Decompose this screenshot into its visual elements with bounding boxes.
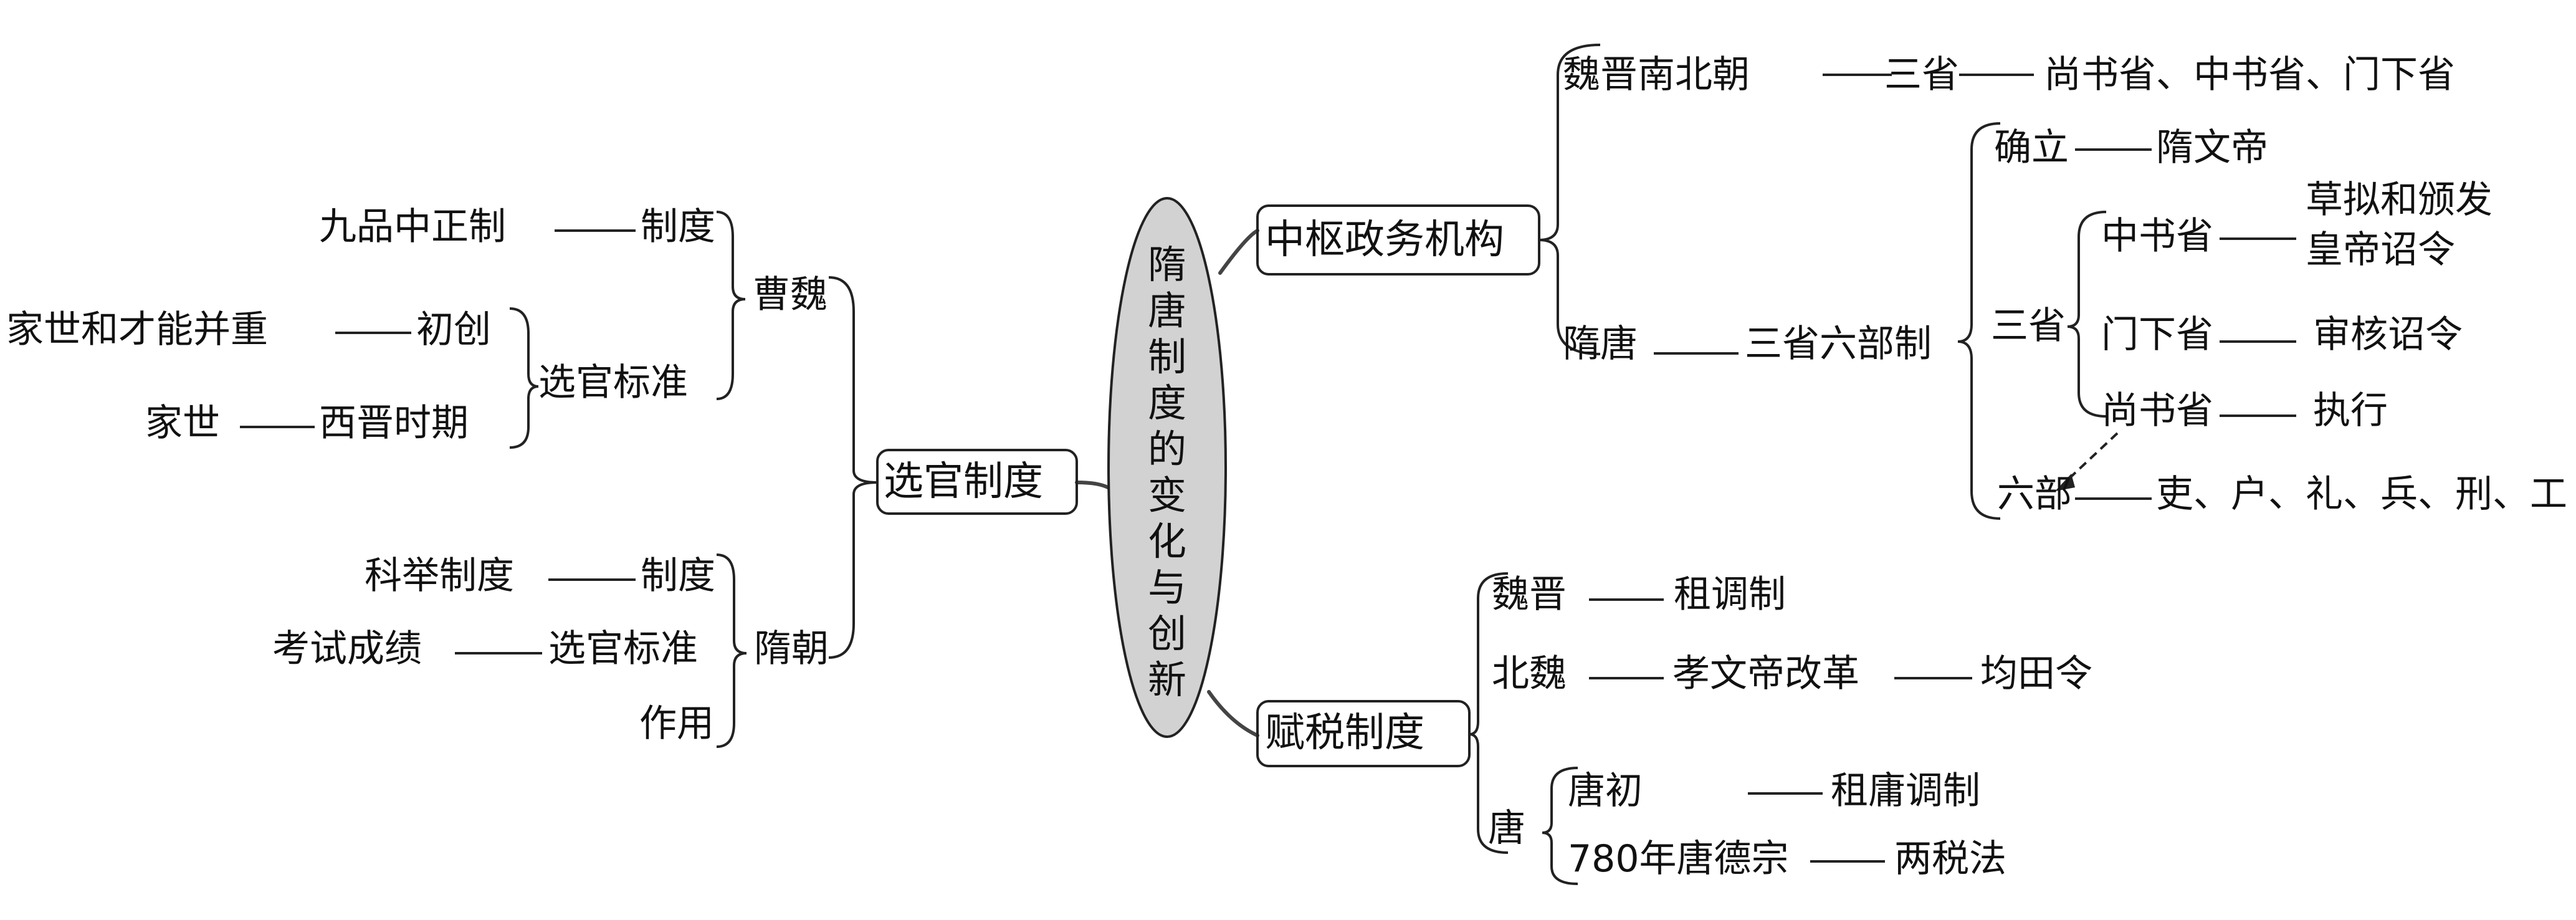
xuanguan-box — [876, 449, 1078, 515]
brace-xuanguan — [828, 276, 878, 659]
dash-connectors — [240, 74, 2296, 863]
link-center-fushui — [1207, 690, 1259, 737]
center-ellipse — [1107, 197, 1227, 738]
brace-group — [509, 307, 539, 449]
brace-caowei — [716, 211, 746, 400]
brace-suitang — [1957, 122, 2001, 520]
dashed-arrow — [2065, 432, 2119, 482]
brace-zhongshu — [1538, 44, 1601, 355]
boxes — [876, 197, 1540, 767]
brace-suichao — [716, 553, 747, 748]
brace-tang — [1542, 767, 1578, 885]
arrowhead-icon — [2055, 474, 2075, 491]
zhongshu-box — [1256, 204, 1540, 276]
fushui-box — [1256, 700, 1471, 767]
braces — [509, 44, 2107, 885]
brace-fushui — [1469, 572, 1509, 854]
link-center-zhongshu — [1218, 229, 1259, 275]
brace-sansheng — [2067, 211, 2107, 418]
